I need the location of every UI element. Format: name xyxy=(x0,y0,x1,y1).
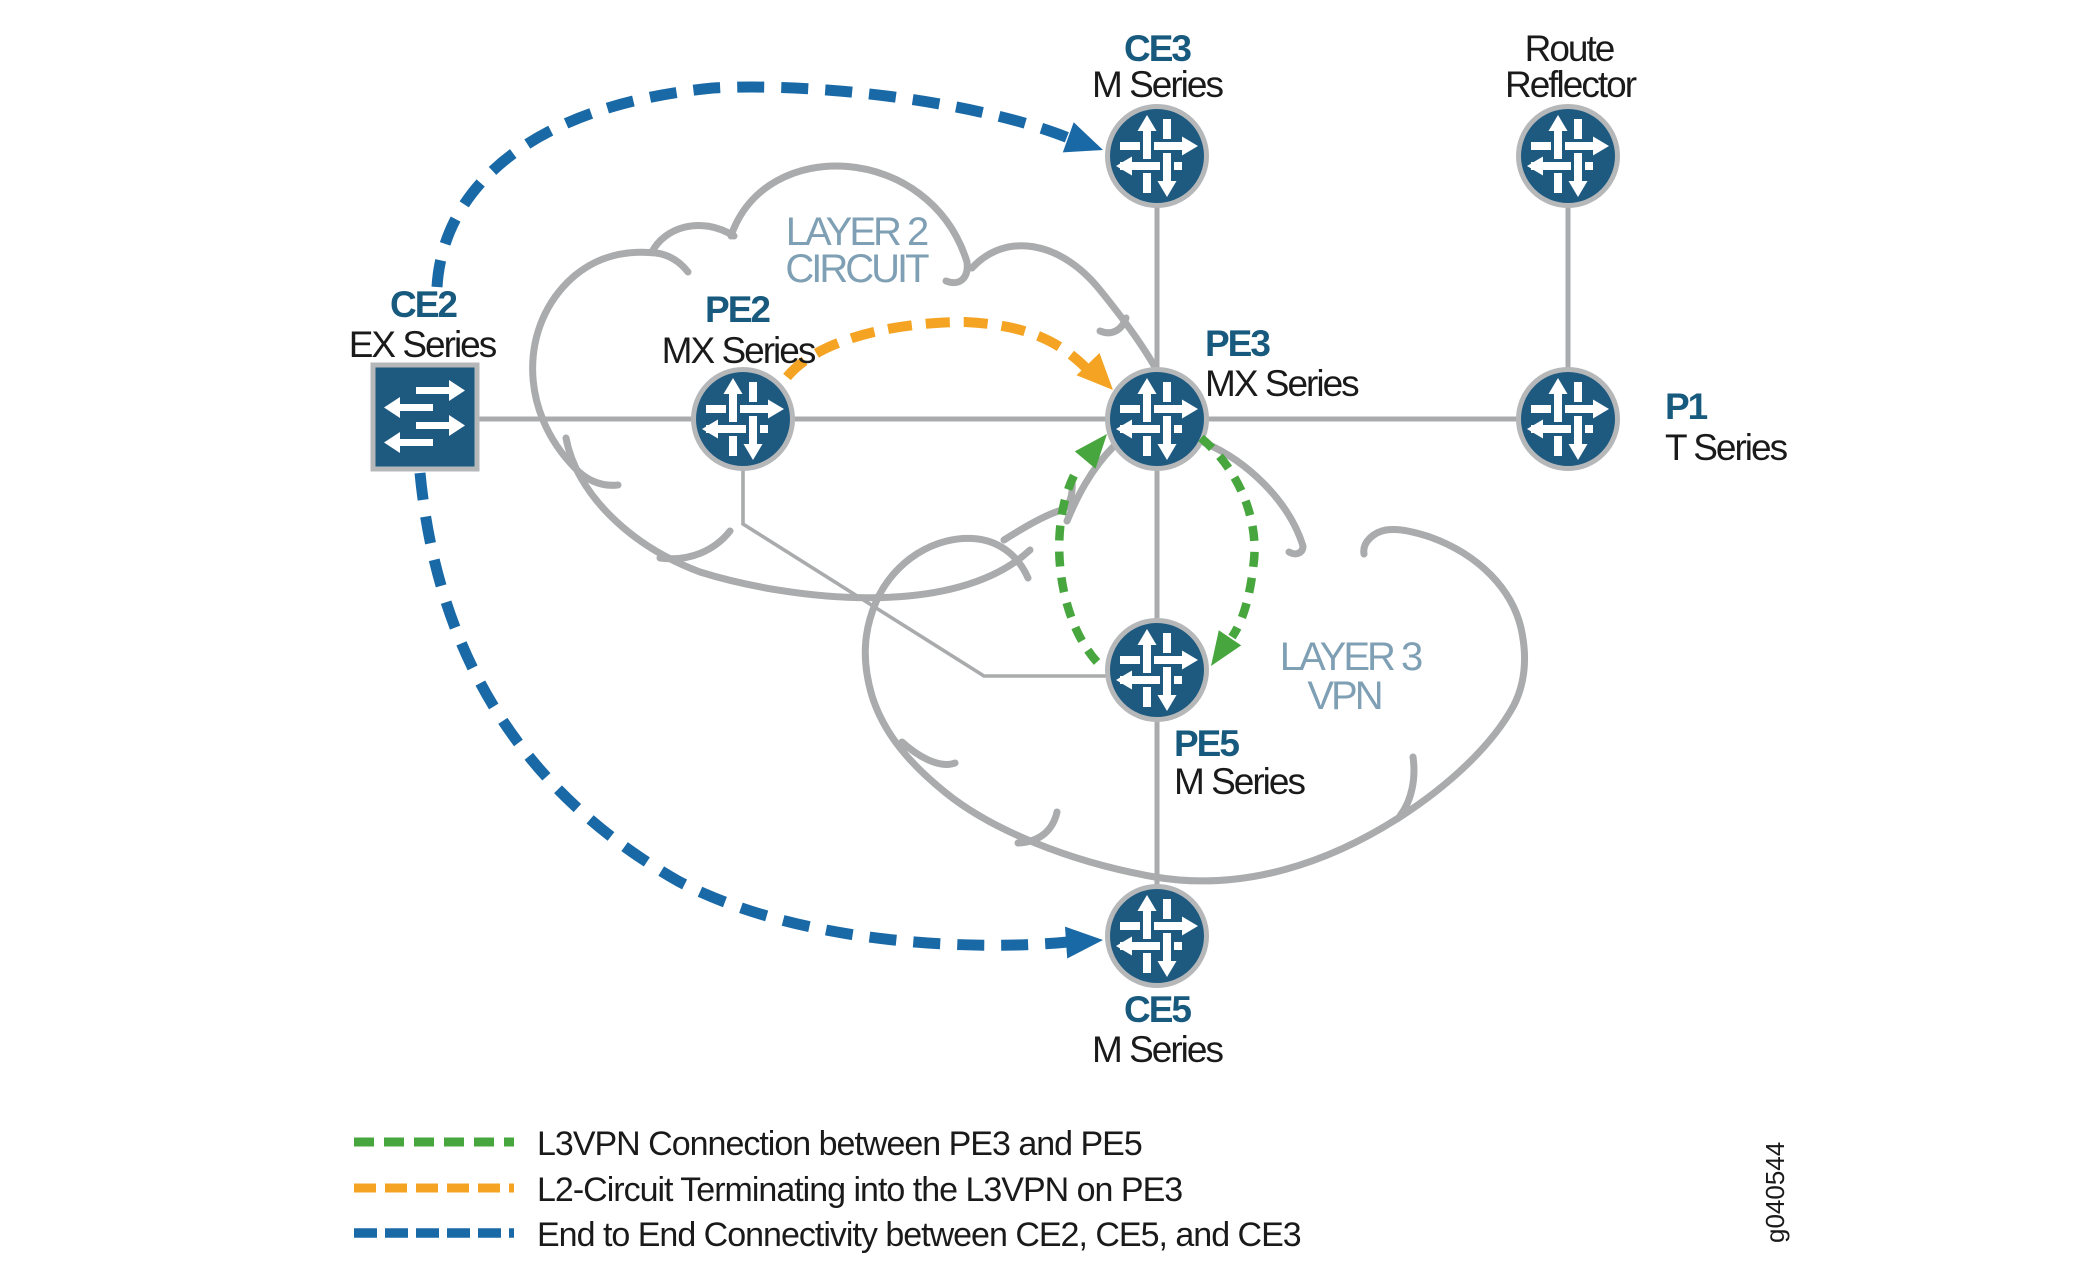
svg-text:CE2: CE2 xyxy=(390,284,457,325)
svg-text:L3VPN Connection between PE3 a: L3VPN Connection between PE3 and PE5 xyxy=(537,1125,1142,1163)
svg-text:CIRCUIT: CIRCUIT xyxy=(785,247,929,291)
svg-text:Reflector: Reflector xyxy=(1505,64,1637,105)
svg-text:PE2: PE2 xyxy=(705,289,770,330)
svg-text:CE3: CE3 xyxy=(1124,28,1191,69)
svg-text:End to End Connectivity betwee: End to End Connectivity between CE2, CE5… xyxy=(537,1216,1301,1254)
svg-text:T Series: T Series xyxy=(1665,427,1788,468)
svg-text:M Series: M Series xyxy=(1092,64,1223,105)
svg-text:LAYER 2: LAYER 2 xyxy=(786,210,928,254)
svg-text:g040544: g040544 xyxy=(1760,1142,1790,1243)
svg-text:MX Series: MX Series xyxy=(662,330,816,371)
svg-text:P1: P1 xyxy=(1665,386,1708,427)
svg-text:EX Series: EX Series xyxy=(349,324,497,365)
svg-text:Route: Route xyxy=(1525,28,1614,69)
svg-text:M Series: M Series xyxy=(1092,1029,1223,1070)
svg-text:MX Series: MX Series xyxy=(1205,363,1359,404)
svg-text:L2-Circuit Terminating into th: L2-Circuit Terminating into the L3VPN on… xyxy=(537,1171,1182,1209)
svg-text:VPN: VPN xyxy=(1307,674,1380,718)
svg-text:PE5: PE5 xyxy=(1174,723,1239,764)
svg-text:CE5: CE5 xyxy=(1124,989,1191,1030)
svg-text:LAYER 3: LAYER 3 xyxy=(1280,635,1422,679)
svg-text:M Series: M Series xyxy=(1174,761,1305,802)
svg-text:PE3: PE3 xyxy=(1205,323,1270,364)
